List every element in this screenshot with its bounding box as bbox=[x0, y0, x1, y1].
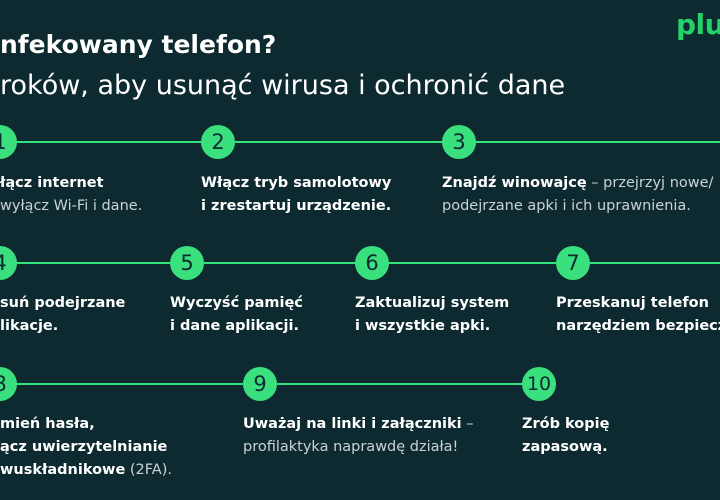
step-3-line2: podejrzane apki i ich uprawnienia. bbox=[442, 198, 691, 214]
page-title: nfekowany telefon? bbox=[0, 30, 277, 59]
step-number-2: 2 bbox=[201, 125, 235, 159]
step-text-5: Wyczyść pamięć i dane aplikacji. bbox=[170, 292, 303, 338]
step-2-line2: i zrestartuj urządzenie. bbox=[201, 198, 392, 214]
step-text-4: suń podejrzane likacje. bbox=[0, 292, 125, 338]
step-number-9: 9 bbox=[243, 367, 277, 401]
step-number-4: 4 bbox=[0, 246, 17, 280]
step-1-line1: łącz internet bbox=[0, 175, 104, 191]
step-2-line1: Włącz tryb samolotowy bbox=[201, 175, 392, 191]
step-9-line1-bold: Uważaj na linki i załączniki bbox=[243, 416, 462, 432]
step-9-line1-light: – bbox=[461, 416, 474, 432]
step-4-line2: likacje. bbox=[0, 318, 59, 334]
step-10-line2: zapasową. bbox=[522, 439, 608, 455]
step-7-line2: narzędziem bezpiecze bbox=[556, 318, 720, 334]
step-text-8: mień hasła, ącz uwierzytelnianie wuskład… bbox=[0, 413, 172, 482]
step-4-line1: suń podejrzane bbox=[0, 295, 126, 311]
step-9-line2: profilaktyka naprawdę działa! bbox=[243, 439, 459, 455]
step-8-line3-bold: wuskładnikowe bbox=[0, 462, 126, 478]
step-text-1: łącz internet wyłącz Wi-Fi i dane. bbox=[0, 172, 142, 218]
page-subtitle: roków, aby usunąć wirusa i ochronić dane bbox=[0, 70, 566, 101]
step-3-line1-light: – przejrzyj nowe/ bbox=[586, 175, 714, 191]
step-6-line2: i wszystkie apki. bbox=[355, 318, 491, 334]
step-3-line1-bold: Znajdź winowajcę bbox=[442, 175, 587, 191]
step-8-line2: ącz uwierzytelnianie bbox=[0, 439, 168, 455]
plus-logo: plu bbox=[676, 8, 720, 41]
step-5-line2: i dane aplikacji. bbox=[170, 318, 299, 334]
step-10-line1: Zrób kopię bbox=[522, 416, 610, 432]
step-6-line1: Zaktualizuj system bbox=[355, 295, 510, 311]
step-number-8: 8 bbox=[0, 367, 17, 401]
step-number-10: 10 bbox=[522, 367, 556, 401]
step-7-line1: Przeskanuj telefon bbox=[556, 295, 709, 311]
timeline-line-row1 bbox=[0, 141, 720, 143]
step-8-line1: mień hasła, bbox=[0, 416, 95, 432]
step-text-2: Włącz tryb samolotowy i zrestartuj urząd… bbox=[201, 172, 391, 218]
step-text-9: Uważaj na linki i załączniki – profilakt… bbox=[243, 413, 474, 459]
step-5-line1: Wyczyść pamięć bbox=[170, 295, 303, 311]
step-text-6: Zaktualizuj system i wszystkie apki. bbox=[355, 292, 509, 338]
step-text-3: Znajdź winowajcę – przejrzyj nowe/ podej… bbox=[442, 172, 713, 218]
step-1-line2: wyłącz Wi-Fi i dane. bbox=[0, 198, 143, 214]
step-number-3: 3 bbox=[442, 125, 476, 159]
step-8-line3-light: (2FA). bbox=[125, 462, 172, 478]
step-text-10: Zrób kopię zapasową. bbox=[522, 413, 609, 459]
step-number-7: 7 bbox=[556, 246, 590, 280]
step-number-1: 1 bbox=[0, 125, 17, 159]
step-number-6: 6 bbox=[355, 246, 389, 280]
step-text-7: Przeskanuj telefon narzędziem bezpiecze bbox=[556, 292, 720, 338]
step-number-5: 5 bbox=[170, 246, 204, 280]
